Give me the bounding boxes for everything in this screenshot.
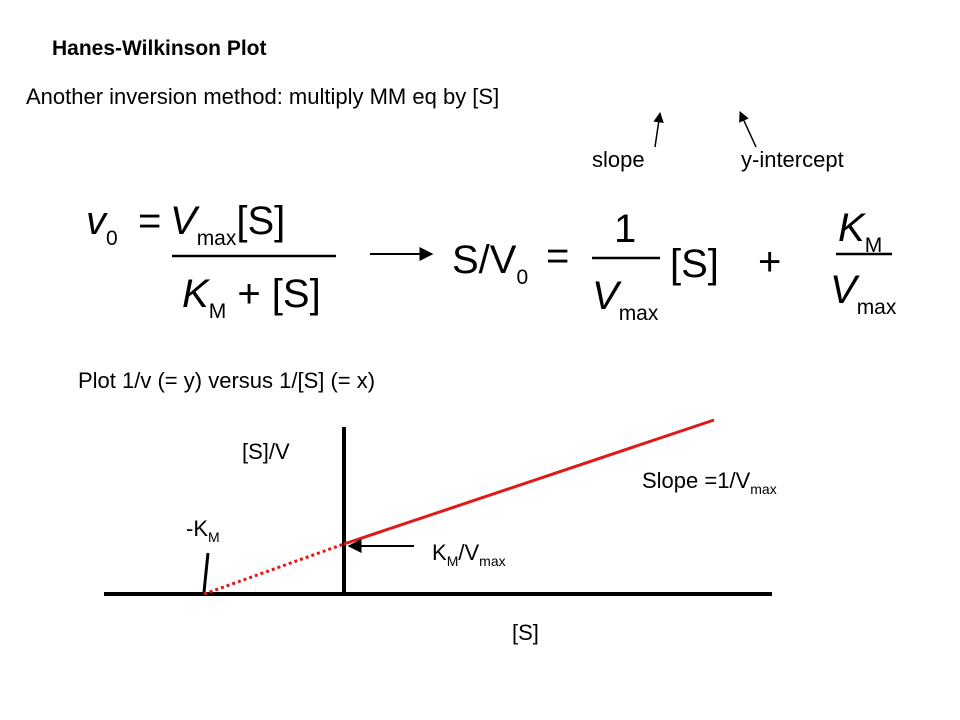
slope-label: Slope =1/Vmax bbox=[642, 468, 777, 497]
hw-fraction-numerator: 1 bbox=[614, 207, 637, 251]
hw-s-term: [S] bbox=[670, 242, 719, 286]
x-axis-label: [S] bbox=[512, 620, 539, 645]
y-intercept-pointer-arrow bbox=[739, 111, 757, 148]
y-axis-label: [S]/V bbox=[242, 439, 290, 464]
mm-lhs: v0 bbox=[86, 199, 118, 250]
x-intercept-label: -KM bbox=[186, 516, 220, 545]
plot-instruction: Plot 1/v (= y) versus 1/[S] (= x) bbox=[78, 368, 376, 393]
y-intercept-annotation: y-intercept bbox=[741, 147, 844, 172]
hw-fraction-denominator: Vmax bbox=[592, 274, 659, 325]
x-intercept-pointer bbox=[202, 552, 210, 593]
page-title: Hanes-Wilkinson Plot bbox=[52, 37, 267, 60]
hw-vmax-denominator: Vmax bbox=[830, 268, 897, 319]
extrapolated-line bbox=[203, 542, 345, 596]
slope-annotation: slope bbox=[592, 147, 645, 172]
data-line bbox=[343, 418, 715, 546]
hw-lhs: S/V0 bbox=[452, 238, 529, 289]
hw-equals: = bbox=[546, 234, 570, 278]
y-intercept-label: KM/Vmax bbox=[432, 540, 506, 569]
hw-km-numerator: KM bbox=[838, 206, 883, 257]
intro-text: Another inversion method: multiply MM eq… bbox=[26, 84, 500, 109]
mm-denominator: KM + [S] bbox=[182, 272, 321, 323]
slope-pointer-arrow bbox=[653, 111, 664, 148]
hw-plus: + bbox=[758, 240, 782, 284]
mm-equals: = bbox=[138, 199, 162, 243]
mm-numerator: Vmax[S] bbox=[170, 199, 286, 250]
